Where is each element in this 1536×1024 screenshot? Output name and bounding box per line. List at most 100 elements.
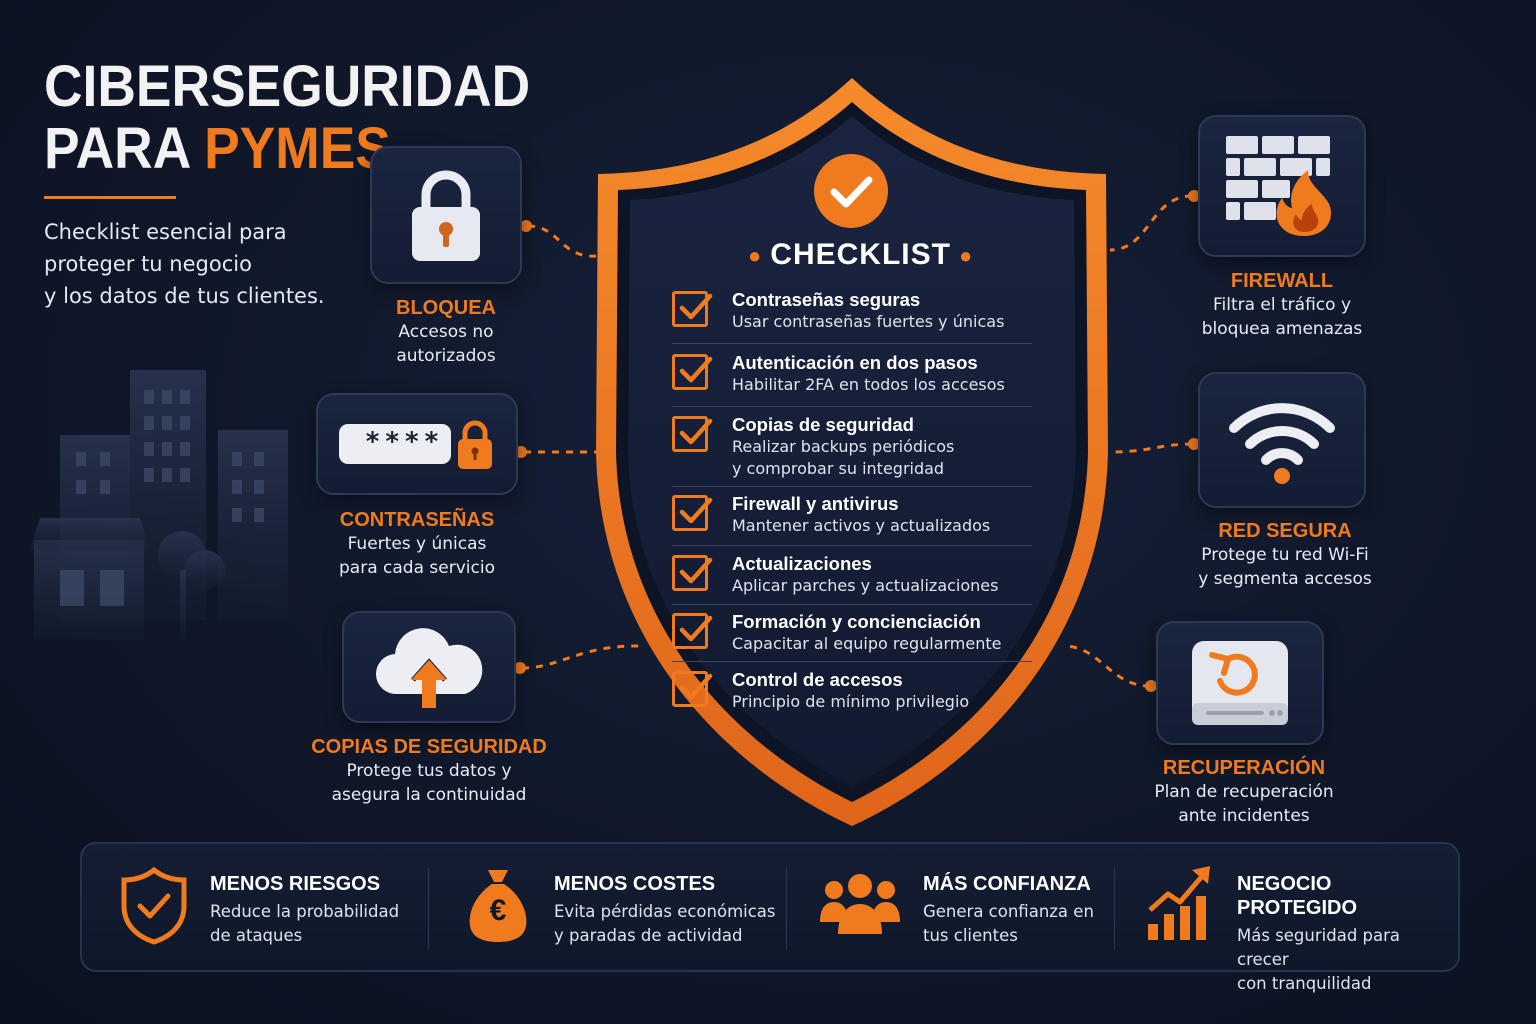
feature-title: RECUPERACIÓN [1162,757,1326,779]
checklist-item-title: Actualizaciones [732,553,872,574]
checklist-divider [672,661,1032,662]
feature-desc: Filtra el tráfico y [1212,295,1352,315]
benefit-title: MENOS COSTES [554,873,716,895]
checklist-divider [672,545,1032,546]
checklist-title: ●CHECKLIST● [740,238,972,272]
benefit-separator [428,868,429,950]
feature-desc: Plan de recuperación [1154,782,1334,802]
benefit-title: NEGOCIO PROTEGIDO [1237,873,1358,919]
benefit-desc: Más seguridad para crecer con tranquilida… [1237,924,1447,996]
checkbox-checked-icon [672,555,713,591]
checklist-divider [672,486,1032,487]
padlock-icon [412,170,480,261]
feature-desc-2: asegura la continuidad [331,785,527,805]
feature-desc: Protege tus datos y [346,761,512,781]
title-accent: PYMES [204,116,391,181]
benefit-desc-line-2: de ataques [210,926,303,945]
feature-card-red-segura [1198,372,1366,508]
money-bag-icon [469,870,527,942]
feature-card-contrasenas: **** [316,393,518,495]
shield-check-badge-icon [814,154,888,228]
benefit-desc-line-2: y paradas de actividad [554,926,743,945]
title-dot-left: ● [748,243,763,269]
title-prefix: PARA [44,116,205,181]
feature-desc-2: autorizados [396,346,496,366]
feature-desc: Protege tu red Wi-Fi [1201,545,1369,565]
title-underline [44,196,176,199]
cloud-upload-icon [375,628,483,708]
checklist-divider [672,406,1032,407]
title-line-1: CIBERSEGURIDAD [44,54,531,119]
feature-card-recuperacion [1156,621,1324,745]
benefit-menos-costes: MENOS COSTES Evita pérdidas económicas y … [554,872,782,948]
feature-copias-text: COPIAS DE SEGURIDAD Protege tus datos y … [306,735,552,807]
feature-desc: Accesos no [398,322,494,342]
benefit-desc-line-1: Evita pérdidas económicas [554,902,776,921]
subtitle-line-2: proteger tu negocio [44,252,252,276]
benefit-desc: Evita pérdidas económicas y paradas de ac… [554,900,782,948]
page-title: CIBERSEGURIDAD PARA PYMES [44,56,530,180]
feature-card-bloquea [370,146,522,284]
checkbox-checked-icon [672,495,713,531]
growth-chart-icon [1148,866,1210,940]
feature-card-firewall [1198,115,1366,257]
checkbox-checked-icon [672,354,713,390]
feature-title: COPIAS DE SEGURIDAD [311,736,547,758]
subtitle-line-3: y los datos de tus clientes. [44,284,325,308]
feature-recuperacion-text: RECUPERACIÓN Plan de recuperación ante i… [1130,756,1358,828]
benefits-bar [80,842,1460,972]
checkbox-checked-icon [672,291,713,327]
benefit-desc: Reduce la probabilidad de ataques [210,900,420,948]
benefit-desc-line-2: con tranquilidad [1237,974,1372,993]
checklist-item-desc: Aplicar parches y actualizaciones [732,576,999,595]
people-icon [820,874,900,934]
checklist-item-title: Copias de seguridad [732,414,914,435]
benefit-desc-line-1: Más seguridad para crecer [1237,926,1401,969]
checklist-item-desc: Habilitar 2FA en todos los accesos [732,375,1005,394]
benefit-negocio-protegido: NEGOCIO PROTEGIDO Más seguridad para cre… [1237,872,1447,996]
feature-card-copias [342,611,516,723]
subtitle: Checklist esencial para proteger tu nego… [44,216,344,312]
feature-title: BLOQUEA [396,297,496,319]
feature-desc-2: ante incidentes [1178,806,1310,826]
benefit-desc-line-2: tus clientes [923,926,1018,945]
checklist-item-desc: Mantener activos y actualizados [732,516,991,535]
benefit-separator [1114,868,1115,950]
city-silhouette-illustration [30,370,288,640]
subtitle-line-1: Checklist esencial para [44,220,287,244]
wifi-icon [1229,403,1335,484]
benefit-desc-line-1: Reduce la probabilidad [210,902,400,921]
feature-bloquea-text: BLOQUEA Accesos no autorizados [356,296,536,368]
benefit-separator [786,868,787,950]
checklist-item-desc: Capacitar al equipo regularmente [732,634,1002,653]
checklist-item-title: Control de accesos [732,669,903,690]
feature-firewall-text: FIREWALL Filtra el tráfico y bloquea ame… [1172,269,1392,341]
euro-symbol: € [489,894,507,927]
recovery-drive-icon [1192,641,1288,725]
checklist-item-title: Contraseñas seguras [732,289,921,310]
firewall-icon [1226,136,1331,236]
feature-title: FIREWALL [1230,270,1334,292]
feature-red-segura-text: RED SEGURA Protege tu red Wi-Fi y segmen… [1172,519,1398,591]
checklist-item-title: Firewall y antivirus [732,493,899,514]
checklist-item-desc: Usar contraseñas fuertes y únicas [732,312,1005,331]
checklist-title-text: CHECKLIST [770,238,951,271]
feature-desc-2: para cada servicio [339,558,495,578]
checklist-item-desc: Principio de mínimo privilegio [732,692,970,711]
feature-title: CONTRASEÑAS [339,509,495,531]
checklist-item-desc-2: y comprobar su integridad [732,459,945,478]
checkbox-checked-icon [672,416,713,452]
checklist-item-title: Autenticación en dos pasos [732,352,978,373]
checklist-item-title: Formación y concienciación [732,611,981,632]
feature-contrasenas-text: CONTRASEÑAS Fuertes y únicas para cada s… [316,508,518,580]
benefit-title: MÁS CONFIANZA [923,873,1091,895]
title-line-2: PARA PYMES [44,118,530,180]
